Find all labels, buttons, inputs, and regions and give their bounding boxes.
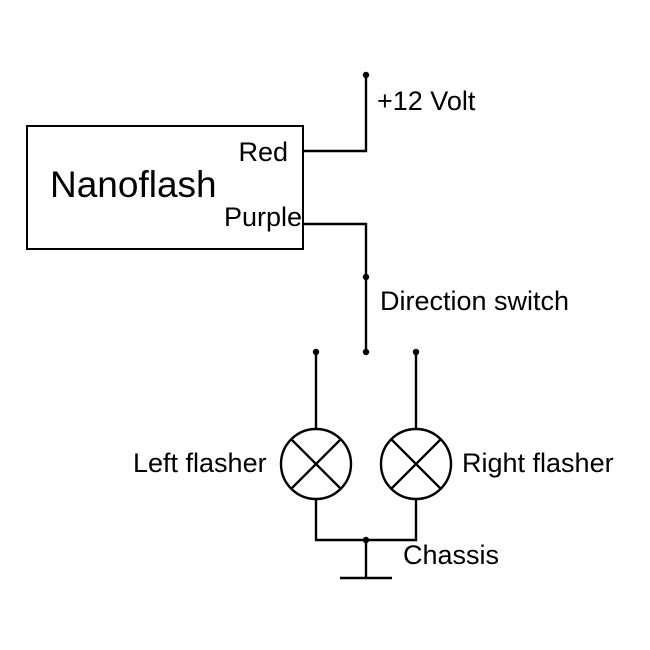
right-flasher-label: Right flasher (462, 448, 614, 478)
nanoflash-device-box (26, 125, 304, 250)
wires-group (26, 75, 453, 580)
pin-purple-label: Purple (223, 202, 302, 232)
purple-switch-wire (303, 222, 368, 352)
switch-pole-dot (362, 348, 370, 356)
supply-terminal-dot (362, 71, 370, 79)
switch-input-dot (362, 273, 370, 281)
ground-junction-dot (362, 536, 370, 544)
pin-red-label: Red (238, 137, 288, 167)
left-flasher-label: Left flasher (133, 448, 267, 478)
left-contact-dot (312, 348, 320, 356)
left-lamp-cross (290, 438, 342, 490)
direction-switch-label: Direction switch (380, 286, 570, 316)
chassis-ground-icon (340, 540, 392, 580)
right-contact-dot (412, 348, 420, 356)
left-flasher-lamp-icon (279, 427, 353, 501)
ground-bus-wire (314, 499, 418, 542)
device-name-label: Nanoflash (50, 164, 217, 205)
terminal-dots-group (312, 71, 420, 544)
supply-voltage-label: +12 Volt (377, 86, 476, 116)
red-supply-wire (303, 75, 368, 153)
right-lamp-cross (390, 438, 442, 490)
right-flasher-lamp-icon (379, 427, 453, 501)
chassis-label: Chassis (403, 540, 500, 570)
